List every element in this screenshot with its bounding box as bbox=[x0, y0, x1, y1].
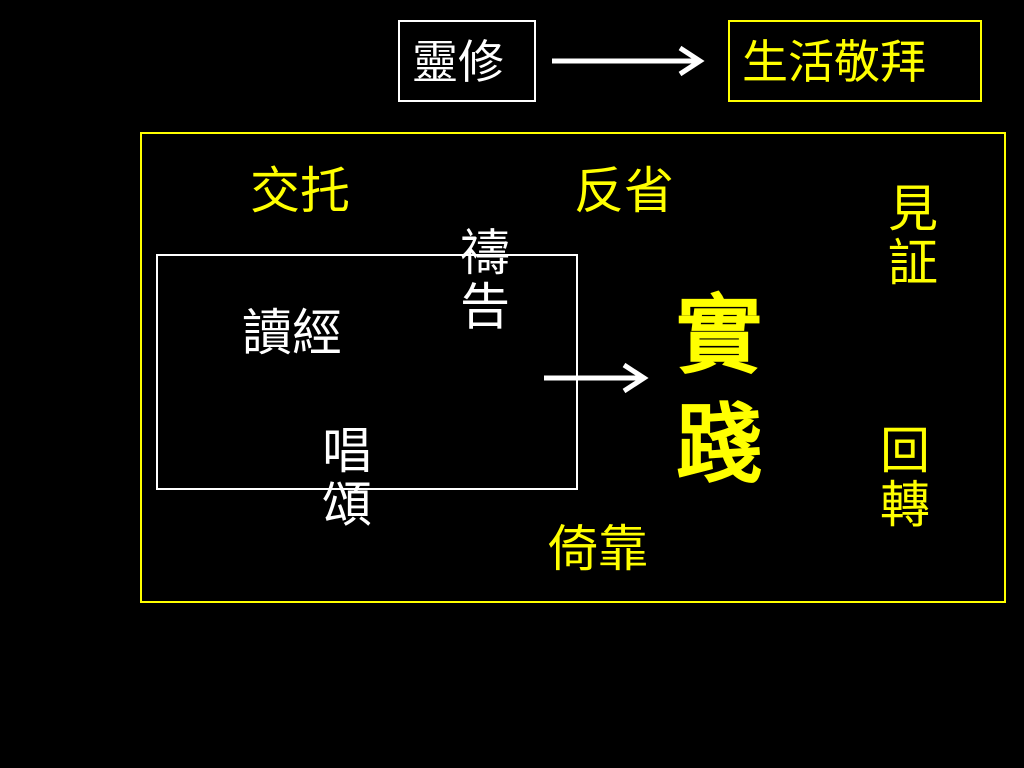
pray-char-2: 告 bbox=[460, 278, 510, 336]
practice-arrow bbox=[544, 362, 649, 394]
return-label: 回 轉 bbox=[880, 424, 930, 532]
return-char-1: 回 bbox=[880, 422, 930, 480]
sing-praise-label: 唱 頌 bbox=[322, 424, 372, 532]
spiritual-devotion-label: 靈修 bbox=[412, 35, 504, 89]
rely-label: 倚靠 bbox=[548, 520, 648, 578]
life-worship-box: 生活敬拜 bbox=[728, 20, 982, 102]
witness-label: 見 証 bbox=[888, 182, 938, 290]
life-worship-label: 生活敬拜 bbox=[742, 35, 926, 89]
entrust-label: 交托 bbox=[250, 162, 350, 220]
practice-char-1: 實 bbox=[676, 286, 762, 386]
top-flow-arrow bbox=[552, 45, 705, 77]
pray-char-1: 禱 bbox=[460, 224, 510, 282]
pray-label: 禱 告 bbox=[460, 226, 510, 334]
reflect-label: 反省 bbox=[574, 162, 674, 220]
practice-char-2: 踐 bbox=[676, 395, 762, 496]
return-char-2: 轉 bbox=[880, 476, 930, 534]
practice-label: 實 踐 bbox=[676, 282, 762, 500]
practice-frame bbox=[140, 132, 1006, 603]
sing-praise-char-1: 唱 bbox=[322, 422, 372, 480]
devotion-activities-frame bbox=[156, 254, 578, 490]
read-scripture-label: 讀經 bbox=[242, 304, 342, 362]
spiritual-devotion-box: 靈修 bbox=[398, 20, 536, 102]
witness-char-2: 証 bbox=[888, 234, 938, 292]
sing-praise-char-2: 頌 bbox=[322, 476, 372, 534]
witness-char-1: 見 bbox=[888, 180, 938, 238]
